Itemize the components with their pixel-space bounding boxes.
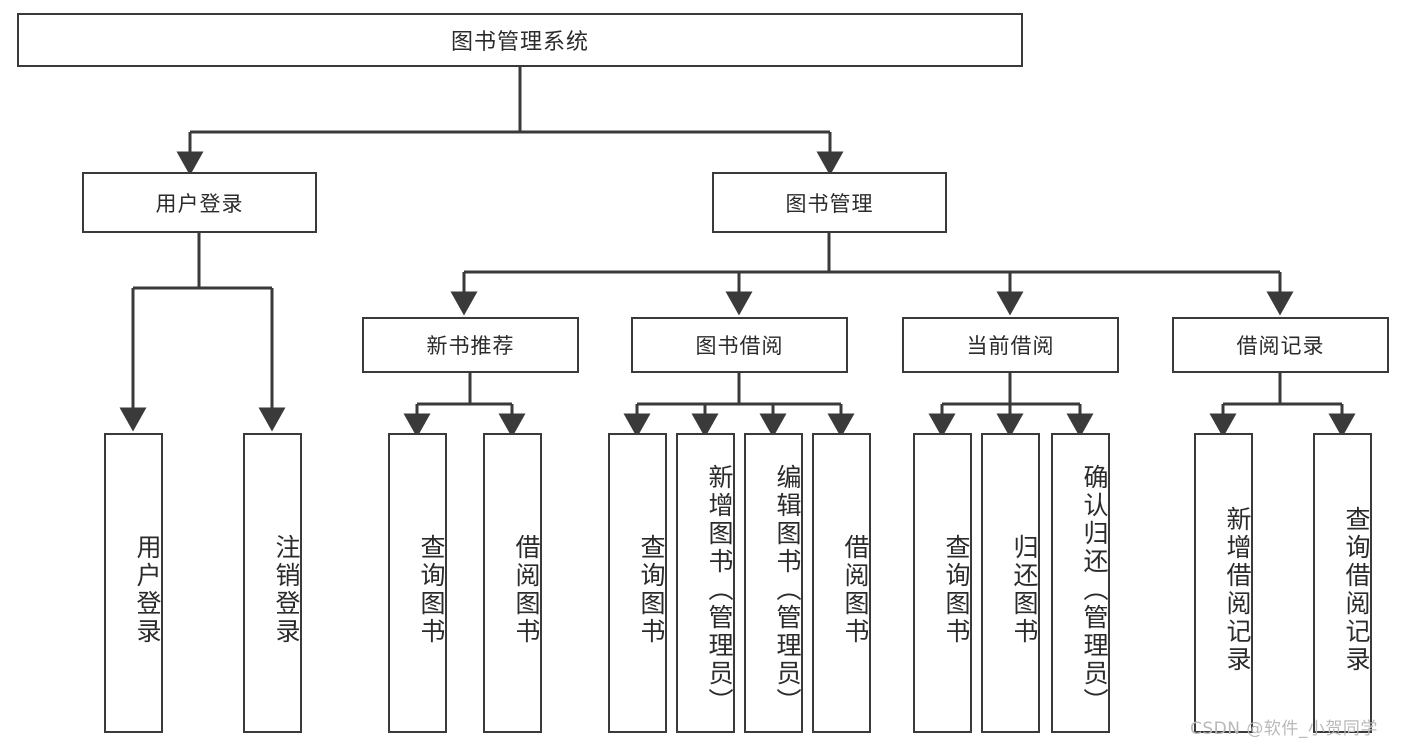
node-label: 图书管理 (785, 191, 874, 216)
node-label: 当前借阅 (966, 334, 1055, 358)
leaf-return-books[interactable]: 归还图书 (981, 433, 1040, 733)
node-label: 注销登录 (272, 534, 301, 646)
node-user-login[interactable]: 用户登录 (82, 172, 317, 233)
leaf-user-login[interactable]: 用户登录 (104, 433, 163, 733)
leaf-add-book-admin[interactable]: 新增图书（管理员） (676, 433, 735, 733)
node-label: 借阅图书 (841, 534, 870, 646)
node-label: 归还图书 (1010, 534, 1039, 646)
leaf-query-books-current[interactable]: 查询图书 (913, 433, 972, 733)
node-book-management[interactable]: 图书管理 (712, 172, 947, 233)
leaf-edit-book-admin[interactable]: 编辑图书（管理员） (744, 433, 803, 733)
node-current-borrowing[interactable]: 当前借阅 (902, 317, 1119, 373)
node-root-book-management-system[interactable]: 图书管理系统 (17, 13, 1023, 67)
node-label: 借阅记录 (1236, 334, 1325, 358)
node-label: 查询图书 (637, 534, 666, 646)
leaf-add-borrow-record[interactable]: 新增借阅记录 (1194, 433, 1253, 733)
node-label: 图书管理系统 (450, 30, 589, 55)
node-label: 新增借阅记录 (1223, 506, 1252, 674)
node-label: 新增图书（管理员） (705, 464, 734, 716)
node-label: 用户登录 (155, 191, 244, 216)
leaf-borrow-books-recommendation[interactable]: 借阅图书 (483, 433, 542, 733)
leaf-confirm-return-admin[interactable]: 确认归还（管理员） (1051, 433, 1110, 733)
leaf-borrow-books-borrowing[interactable]: 借阅图书 (812, 433, 871, 733)
node-label: 借阅图书 (512, 534, 541, 646)
watermark: CSDN @软件_小贺同学 (1190, 719, 1378, 739)
node-new-book-recommendation[interactable]: 新书推荐 (362, 317, 579, 373)
node-label: 图书借阅 (695, 334, 784, 358)
node-label: 查询图书 (942, 534, 971, 646)
leaf-query-books-recommendation[interactable]: 查询图书 (388, 433, 447, 733)
node-label: 新书推荐 (426, 334, 515, 358)
node-book-borrowing[interactable]: 图书借阅 (631, 317, 848, 373)
node-label: 查询图书 (417, 534, 446, 646)
node-label: 确认归还（管理员） (1080, 464, 1109, 716)
node-borrow-records[interactable]: 借阅记录 (1172, 317, 1389, 373)
node-label: 编辑图书（管理员） (773, 464, 802, 716)
node-label: 查询借阅记录 (1342, 506, 1371, 674)
node-label: 用户登录 (133, 534, 162, 646)
leaf-query-books-borrowing[interactable]: 查询图书 (608, 433, 667, 733)
leaf-logout[interactable]: 注销登录 (243, 433, 302, 733)
leaf-query-borrow-record[interactable]: 查询借阅记录 (1313, 433, 1372, 733)
